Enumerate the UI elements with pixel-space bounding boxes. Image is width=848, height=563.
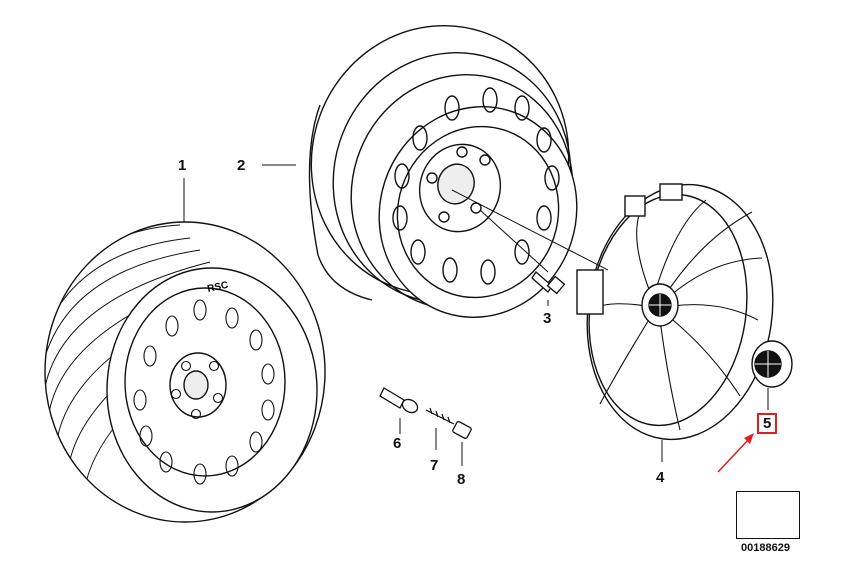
valve-drawing	[379, 387, 419, 414]
tire-marking: RSC	[206, 280, 229, 295]
callout-6[interactable]: 6	[393, 435, 402, 452]
reference-badge	[736, 491, 800, 539]
wheel-bolt-drawing	[531, 271, 566, 295]
reference-number: 00188629	[741, 542, 790, 554]
callout-7[interactable]: 7	[430, 457, 439, 474]
callout-2[interactable]: 2	[237, 157, 246, 174]
leader-lines	[183, 164, 769, 466]
valve-cap-drawing	[452, 421, 472, 439]
hub-cap-drawing	[576, 183, 774, 441]
callout-8[interactable]: 8	[457, 471, 466, 488]
highlight-arrow	[717, 433, 754, 473]
callout-4[interactable]: 4	[656, 469, 665, 486]
callout-3[interactable]: 3	[543, 310, 552, 327]
callout-5-highlighted[interactable]: 5	[757, 413, 778, 434]
emblem-drawing	[751, 340, 793, 388]
callout-1[interactable]: 1	[178, 157, 187, 174]
steel-rim-drawing	[308, 24, 578, 318]
valve-insert-drawing	[425, 407, 455, 425]
tire-drawing	[44, 221, 326, 523]
